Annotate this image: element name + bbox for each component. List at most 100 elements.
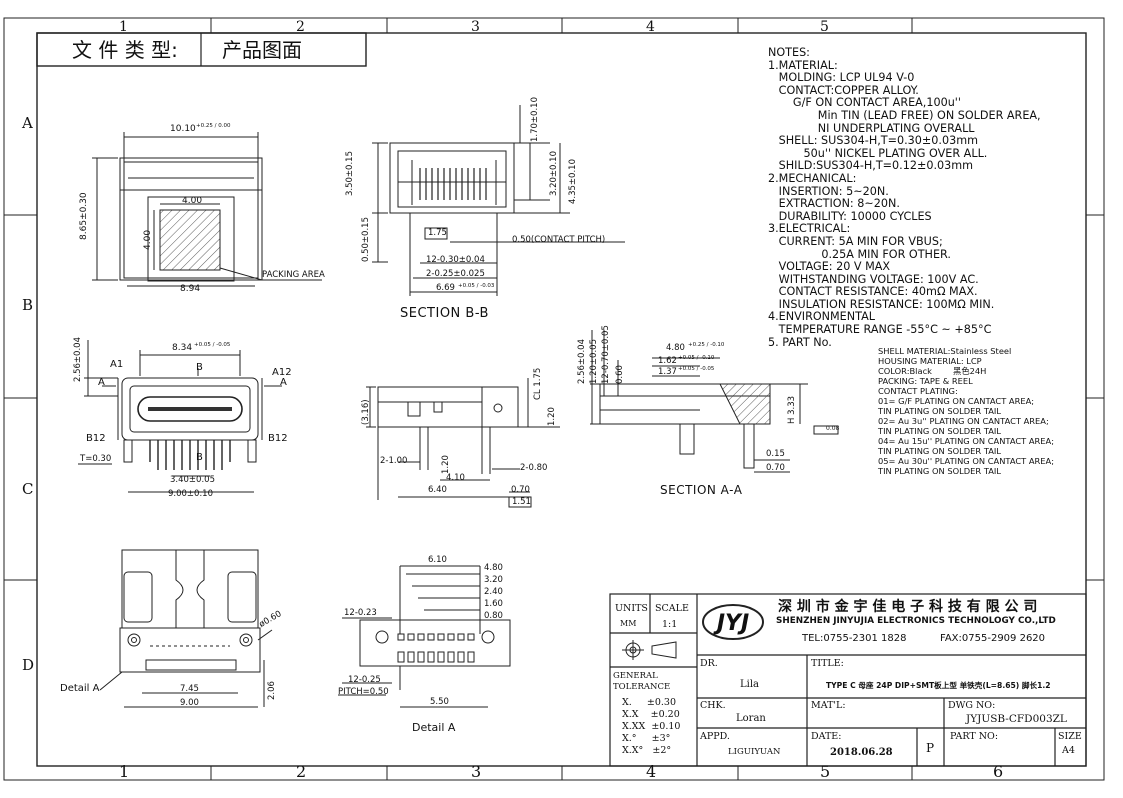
date-label: DATE: [811, 731, 842, 742]
date-value: 2018.06.28 [830, 747, 893, 758]
dim-label: +0.05 / -0.05 [678, 366, 715, 372]
note-line: WITHSTANDING VOLTAGE: 100V AC. [768, 272, 979, 286]
bottom-view [99, 549, 273, 708]
note-line: 50u'' NICKEL PLATING OVER ALL. [768, 146, 988, 160]
dim-label: 4.00 [143, 229, 153, 250]
dim-label: 2-0.25±0.025 [426, 269, 485, 279]
section-aa-view [590, 330, 839, 473]
dim-label: (3.16) [361, 399, 371, 425]
grid-ticks [4, 18, 1104, 780]
dim-label: 0.08 [826, 425, 840, 432]
dim-label: 3.50±0.15 [345, 151, 355, 196]
col-label-1b: 1 [119, 762, 130, 781]
dim-label: +0.05 / -0.05 [194, 342, 231, 348]
tolerance-row: X.° ±3° [622, 733, 671, 744]
dwg-label: DWG NO: [948, 700, 996, 711]
note-line: CONTACT:COPPER ALLOY. [768, 83, 919, 97]
pn-line: 02= Au 3u'' PLATING ON CANTACT AREA; [878, 416, 1049, 426]
company-logo: JYJ [702, 604, 764, 640]
doc-type-value: 产品图面 [222, 38, 302, 62]
pn-line: COLOR:Black 黑色24H [878, 366, 987, 376]
part-no-details: SHELL MATERIAL:Stainless Steel HOUSING M… [878, 346, 1054, 476]
col-label-5: 5 [820, 19, 829, 35]
company-tel: TEL:0755-2301 1828 [802, 633, 907, 644]
logo-text: JYJ [713, 611, 749, 636]
dim-label: CL 1.75 [533, 367, 543, 400]
appd-label: APPD. [700, 731, 730, 742]
notes-block: NOTES: 1.MATERIAL: MOLDING: LCP UL94 V-0… [768, 46, 1041, 349]
tolerance-row: X. ±0.30 [622, 697, 676, 708]
dim-label: 7.45 [180, 684, 199, 694]
detail-a-view [338, 565, 511, 708]
company-fax: FAX:0755-2909 2620 [940, 633, 1046, 644]
dim-label: 1.70±0.10 [530, 97, 540, 142]
dim-label: 8.65±0.30 [79, 192, 89, 240]
note-line: NI UNDERPLATING OVERALL [768, 121, 975, 135]
dim-label: 0.15 [766, 449, 785, 459]
section-bb-title: SECTION B-B [400, 306, 489, 321]
dim-label: T=0.30 [80, 454, 112, 464]
dr-value: Lila [740, 679, 759, 690]
dim-label: +0.05 / -0.03 [458, 283, 495, 289]
dim-label: 4.00 [182, 196, 203, 206]
note-line: EXTRACTION: 8~20N. [768, 197, 900, 211]
col-label-2: 2 [296, 19, 305, 35]
notes-heading: NOTES: [768, 46, 810, 59]
note-line: INSERTION: 5~20N. [768, 184, 889, 198]
dim-label: PITCH=0.50 [338, 687, 389, 697]
part-no-field-label: PART NO: [950, 731, 999, 742]
dim-label: 8.94 [180, 284, 201, 294]
note-line: INSULATION RESISTANCE: 100MΩ MIN. [768, 297, 995, 311]
note-line: G/F ON CONTACT AREA,100u'' [768, 96, 961, 110]
rev-value: P [926, 741, 935, 755]
dim-label: 6.40 [428, 485, 447, 495]
units-label: UNITS [615, 603, 648, 614]
col-label-5b: 5 [820, 762, 831, 781]
dim-label: +0.25 / 0.00 [196, 123, 231, 129]
chk-value: Loran [736, 713, 766, 724]
dim-label: 2.56±0.04 [577, 339, 587, 384]
col-label-3: 3 [471, 19, 480, 35]
dim-label: 0.70 [766, 463, 785, 473]
appd-value: LIGUIYUAN [728, 747, 781, 757]
dim-label: 6.69 [436, 283, 455, 293]
col-label-4: 4 [646, 19, 655, 35]
dim-label: 0.80 [484, 611, 503, 621]
note-line: Min TIN (LEAD FREE) ON SOLDER AREA, [768, 108, 1041, 122]
detail-a-title: Detail A [412, 721, 456, 734]
note-line: SHELL: SUS304-H,T=0.30±0.03mm [768, 134, 978, 148]
pin-label-b12-left: B12 [86, 433, 106, 444]
dim-label: 4.80 [666, 343, 685, 353]
note-line: SHILD:SUS304-H,T=0.12±0.03mm [768, 159, 974, 173]
detail-a-callout: Detail A [60, 683, 100, 694]
dim-label: 1.60 [484, 599, 503, 609]
units-value: MM [620, 619, 637, 628]
dwg-value: JYJUSB-CFD003ZL [966, 713, 1067, 725]
col-label-3b: 3 [471, 762, 482, 781]
dim-label: 6.10 [428, 555, 447, 565]
pn-line: TIN PLATING ON SOLDER TAIL [878, 426, 1001, 436]
dim-label: 9.00 [180, 698, 199, 708]
scale-label: SCALE [655, 603, 689, 614]
section-bb-view [372, 105, 625, 296]
company-name-en: SHENZHEN JINYUJIA ELECTRONICS TECHNOLOGY… [776, 616, 1056, 626]
packing-area-label: PACKING AREA [262, 270, 325, 280]
pin-label-a1: A1 [110, 359, 124, 370]
dr-label: DR. [700, 658, 718, 669]
dim-label: 5.50 [430, 697, 449, 707]
note-line: 0.25A MIN FOR OTHER. [768, 247, 951, 261]
pn-line: PACKING: TAPE & REEL [878, 376, 973, 386]
row-label-c: C [22, 480, 34, 498]
dim-label: 12-0.70±0.05 [601, 325, 611, 384]
dim-label: 3.40±0.05 [170, 475, 215, 485]
row-label-d: D [22, 656, 35, 674]
section-mark-a-left: A [98, 377, 105, 388]
pn-line: SHELL MATERIAL:Stainless Steel [878, 346, 1012, 356]
dim-label: 1.37 [658, 367, 677, 377]
dim-label: 2-0.80 [520, 463, 548, 473]
dim-label: 2.56±0.04 [73, 337, 83, 382]
section-mark-b-top: B [196, 362, 203, 373]
dim-label: 1.51 [512, 497, 531, 507]
